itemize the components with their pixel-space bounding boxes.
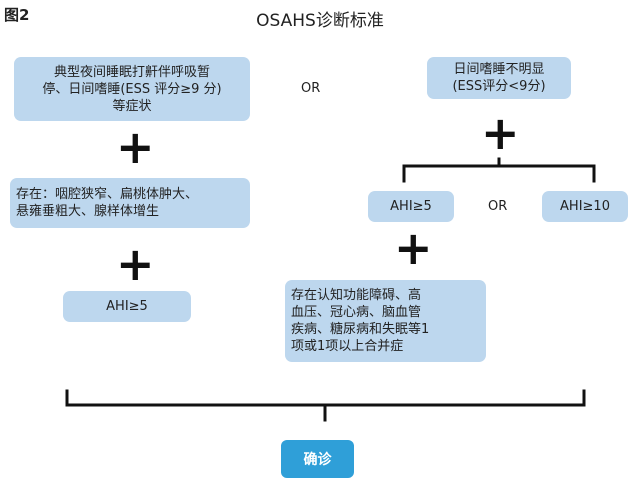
criterion-box-ahi5-right: AHI≥5 <box>368 191 454 222</box>
plus-sign-left-1: + <box>116 120 155 174</box>
criterion-anatomy-text: 存在：咽腔狭窄、扁桃体肿大、 悬雍垂粗大、腺样体增生 <box>16 187 199 219</box>
or-connector-mid: OR <box>488 199 508 214</box>
criterion-box-comorbidities: 存在认知功能障碍、高 血压、冠心病、脑血管 疾病、糖尿病和失眠等1 项或1项以上… <box>285 280 486 362</box>
plus-sign-right-2: + <box>394 221 433 275</box>
diagram-title: OSAHS诊断标准 <box>256 11 384 31</box>
criterion-box-ahi10: AHI≥10 <box>542 191 628 222</box>
criterion-ahi5-left-text: AHI≥5 <box>106 299 148 314</box>
diagnosis-confirmed-box: 确诊 <box>281 440 354 478</box>
or-connector-top: OR <box>301 81 321 96</box>
plus-sign-right-1: + <box>481 106 520 160</box>
plus-sign-left-2: + <box>116 237 155 291</box>
figure-label: 图2 <box>4 6 30 24</box>
diagnosis-confirmed-text: 确诊 <box>303 452 332 468</box>
criterion-comorbidities-text: 存在认知功能障碍、高 血压、冠心病、脑血管 疾病、糖尿病和失眠等1 项或1项以上… <box>291 288 430 354</box>
bottom-bracket <box>65 389 586 407</box>
criterion-symptoms-text: 典型夜间睡眠打鼾伴呼吸暂 停、日间嗜睡(ESS 评分≥9 分) 等症状 <box>42 64 222 114</box>
right-top-bracket <box>402 164 596 183</box>
criterion-box-symptoms: 典型夜间睡眠打鼾伴呼吸暂 停、日间嗜睡(ESS 评分≥9 分) 等症状 <box>14 57 250 121</box>
criterion-box-anatomy: 存在：咽腔狭窄、扁桃体肿大、 悬雍垂粗大、腺样体增生 <box>10 178 250 228</box>
criterion-box-mild-sleepiness: 日间嗜睡不明显 (ESS评分<9分) <box>427 57 571 99</box>
criterion-box-ahi5-left: AHI≥5 <box>63 291 191 322</box>
criterion-mild-sleepiness-text: 日间嗜睡不明显 (ESS评分<9分) <box>452 62 546 94</box>
criterion-ahi5-right-text: AHI≥5 <box>390 199 432 214</box>
criterion-ahi10-text: AHI≥10 <box>560 199 610 214</box>
